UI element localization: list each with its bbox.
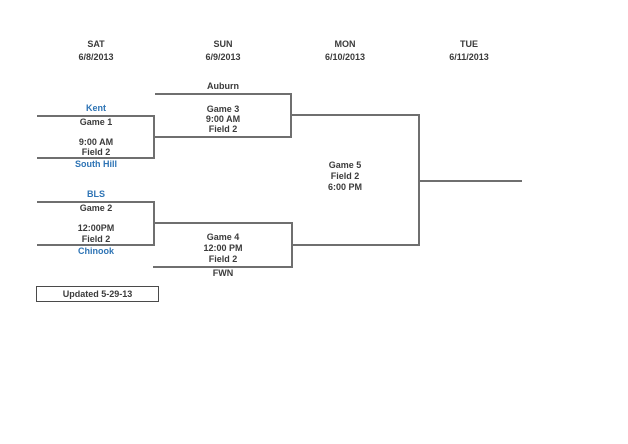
game4-join-line [291,222,293,268]
game1-top-line [37,115,155,117]
game5-field: Field 2 [330,171,360,181]
column-header-sun-date: 6/9/2013 [205,52,241,62]
team-fwn: FWN [212,268,234,278]
team-chinook[interactable]: Chinook [78,246,114,256]
game5-winner-line [420,180,522,182]
team-bls[interactable]: BLS [87,189,105,199]
team-kent[interactable]: Kent [86,103,106,113]
game4-bottom-line [153,266,293,268]
game4-label: Game 4 [206,232,240,242]
game5-join-line [418,114,420,246]
game2-bottom-line [37,244,155,246]
game4-top-line [155,222,293,224]
game4-winner-line [293,244,420,246]
game1-bottom-line [37,157,155,159]
game1-time: 9:00 AM [78,137,114,147]
game4-field: Field 2 [208,254,238,264]
column-header-sat-date: 6/8/2013 [78,52,114,62]
column-header-tue-day: TUE [460,39,478,49]
game2-time: 12:00PM [77,223,115,233]
column-header-sat-day: SAT [87,39,105,49]
game2-field: Field 2 [81,234,111,244]
game3-bottom-line [155,136,292,138]
column-header-mon-date: 6/10/2013 [324,52,366,62]
game2-join-line [153,201,155,246]
updated-box: Updated 5-29-13 [36,286,159,302]
game3-join-line [290,93,292,138]
team-south-hill[interactable]: South Hill [75,159,117,169]
updated-label: Updated 5-29-13 [62,289,133,299]
team-auburn: Auburn [207,81,239,91]
column-header-mon-day: MON [334,39,356,49]
game3-time: 9:00 AM [205,114,241,124]
game3-label: Game 3 [206,104,240,114]
game3-field: Field 2 [208,124,238,134]
game2-top-line [37,201,155,203]
game2-label: Game 2 [79,203,113,213]
column-header-tue-date: 6/11/2013 [449,52,489,62]
game1-label: Game 1 [79,117,113,127]
game4-time: 12:00 PM [203,243,243,253]
game5-label: Game 5 [328,160,362,170]
game3-winner-line [292,114,420,116]
game5-time: 6:00 PM [327,182,363,192]
game1-field: Field 2 [81,147,111,157]
column-header-sun-day: SUN [213,39,233,49]
game3-top-line [155,93,292,95]
game1-join-line [153,115,155,159]
